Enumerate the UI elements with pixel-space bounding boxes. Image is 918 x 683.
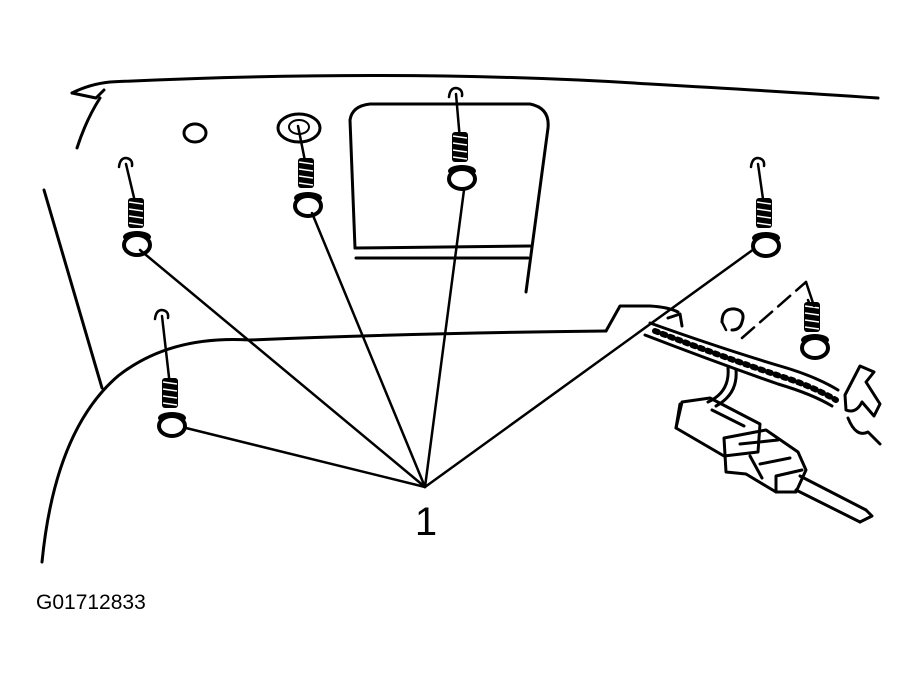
leader-lines — [138, 188, 756, 489]
bolt-icon — [749, 156, 781, 258]
dashed-guide — [740, 280, 816, 340]
panel-outline — [40, 73, 880, 564]
callout-number: 1 — [415, 500, 437, 544]
wiring-harness-icon — [643, 312, 882, 446]
bolt-icon — [153, 308, 187, 438]
bolt-icon — [447, 86, 477, 191]
electrical-connector-icon — [674, 396, 874, 524]
bolt-icon — [117, 156, 152, 257]
figure-id: G01712833 — [36, 591, 146, 614]
bolt-icon — [800, 298, 830, 360]
bolts — [117, 86, 830, 438]
harness-retainer — [720, 307, 745, 332]
bolt-icon — [293, 124, 323, 218]
oval-hole — [182, 122, 208, 144]
access-panel — [348, 102, 550, 294]
